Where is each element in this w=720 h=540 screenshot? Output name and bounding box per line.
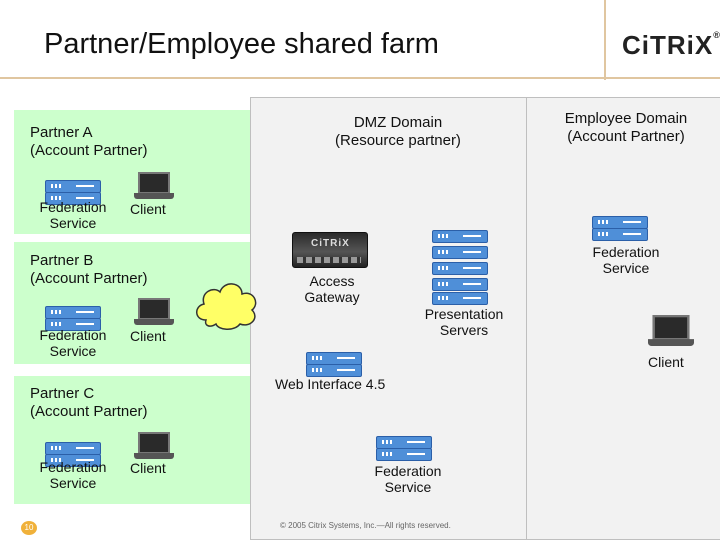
partner-c-name: Partner C (30, 385, 95, 402)
partner-b-client-label: Client (130, 328, 166, 344)
server-icon (45, 192, 101, 205)
header-divider-vertical (604, 0, 606, 80)
presentation-server-icon (432, 246, 488, 259)
partner-c-box (14, 376, 250, 504)
employee-domain-label: Employee Domain(Account Partner) (564, 110, 688, 145)
partner-c-role: (Account Partner) (30, 403, 148, 420)
web-interface-label: Web Interface 4.5 (275, 376, 386, 392)
server-icon (376, 448, 432, 461)
presentation-server-icon (432, 292, 488, 305)
dmz-domain-label: DMZ Domain(Resource partner) (335, 114, 461, 149)
partner-c-client-label: Client (130, 460, 166, 476)
access-gateway-appliance-icon: CiTRiX (292, 232, 368, 268)
partner-b-role: (Account Partner) (30, 270, 148, 287)
partner-a-name: Partner A (30, 124, 93, 141)
page-number-badge: 10 (21, 521, 37, 535)
server-icon (45, 454, 101, 467)
presentation-server-icon (432, 230, 488, 243)
partner-a-box (14, 110, 250, 234)
citrix-logo: CiTRiX® (622, 30, 720, 60)
server-icon (376, 436, 432, 449)
presentation-server-icon (432, 262, 488, 275)
dmz-domain-panel (250, 97, 528, 540)
server-icon (45, 318, 101, 331)
partner-a-client-label: Client (130, 201, 166, 217)
internet-cloud-icon (196, 283, 257, 330)
partner-b-name: Partner B (30, 252, 94, 269)
slide-title: Partner/Employee shared farm (44, 28, 439, 60)
header-divider (0, 77, 720, 79)
employee-client-label: Client (648, 354, 684, 370)
copyright-footer: © 2005 Citrix Systems, Inc.—All rights r… (280, 521, 451, 530)
employee-domain-panel (526, 97, 720, 540)
presentation-server-icon (432, 278, 488, 291)
web-interface-server-icon (306, 364, 362, 377)
server-icon (592, 228, 648, 241)
partner-a-role: (Account Partner) (30, 142, 148, 159)
